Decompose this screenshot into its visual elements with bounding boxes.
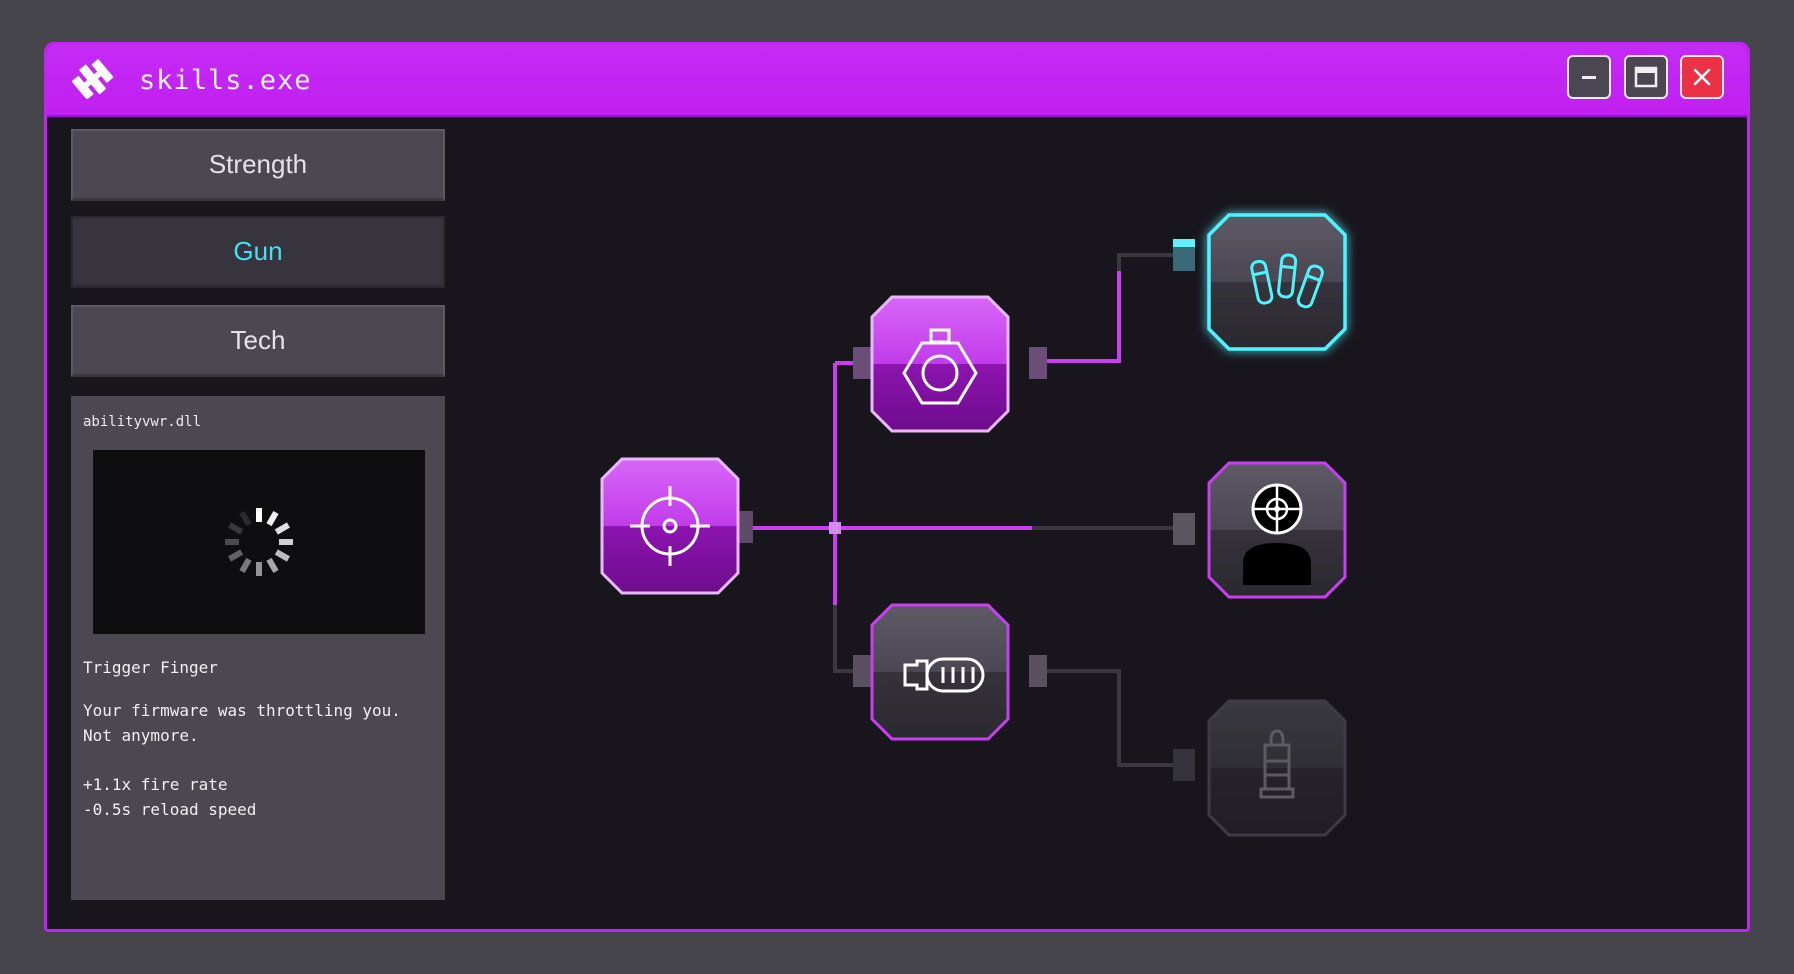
ability-name: Trigger Finger: [83, 658, 218, 677]
target-person-icon: [1243, 483, 1311, 585]
ability-info-panel: abilityvwr.dll Trigger: [71, 396, 445, 900]
ability-description: Your firmware was throttling you. Not an…: [83, 698, 423, 748]
file-label: abilityvwr.dll: [83, 414, 202, 430]
description-line: Your firmware was throttling you.: [83, 701, 401, 720]
minimize-button[interactable]: [1567, 55, 1611, 99]
bullets-icon: [1250, 253, 1324, 309]
grenade-icon: [902, 328, 978, 405]
close-button[interactable]: [1680, 55, 1724, 99]
tab-tech[interactable]: Tech: [71, 305, 445, 377]
scope-icon: [903, 657, 985, 693]
description-line: Not anymore.: [83, 726, 199, 745]
crosshair-icon: [630, 486, 710, 566]
loading-spinner-icon: [225, 508, 293, 576]
skills-window: skills.exe Strength Gun Tech abilityvwr.…: [44, 42, 1750, 932]
ability-preview: [93, 450, 425, 634]
skill-node-grenade[interactable]: [853, 295, 1047, 433]
ability-stats: +1.1x fire rate -0.5s reload speed: [83, 772, 256, 822]
connector-lines: [662, 253, 1192, 767]
tab-strength[interactable]: Strength: [71, 129, 445, 201]
skill-node-locked[interactable]: [1173, 699, 1347, 837]
shell-icon: [1259, 729, 1295, 799]
skill-node-ammo[interactable]: [1173, 213, 1347, 351]
maximize-icon: [1634, 66, 1658, 88]
maximize-button[interactable]: [1624, 55, 1668, 99]
window-title: skills.exe: [139, 65, 312, 96]
app-logo-icon: [71, 59, 114, 99]
stat-line: +1.1x fire rate: [83, 775, 228, 794]
skill-node-scope[interactable]: [853, 603, 1047, 741]
skill-node-crosshair[interactable]: [600, 457, 753, 595]
stat-line: -0.5s reload speed: [83, 800, 257, 819]
tab-gun[interactable]: Gun: [71, 216, 445, 288]
title-bar[interactable]: skills.exe: [47, 45, 1747, 115]
close-icon: [1693, 68, 1711, 86]
skill-tree: [600, 213, 1347, 837]
minimize-icon: [1582, 76, 1596, 79]
skill-node-headshot[interactable]: [1173, 461, 1347, 599]
